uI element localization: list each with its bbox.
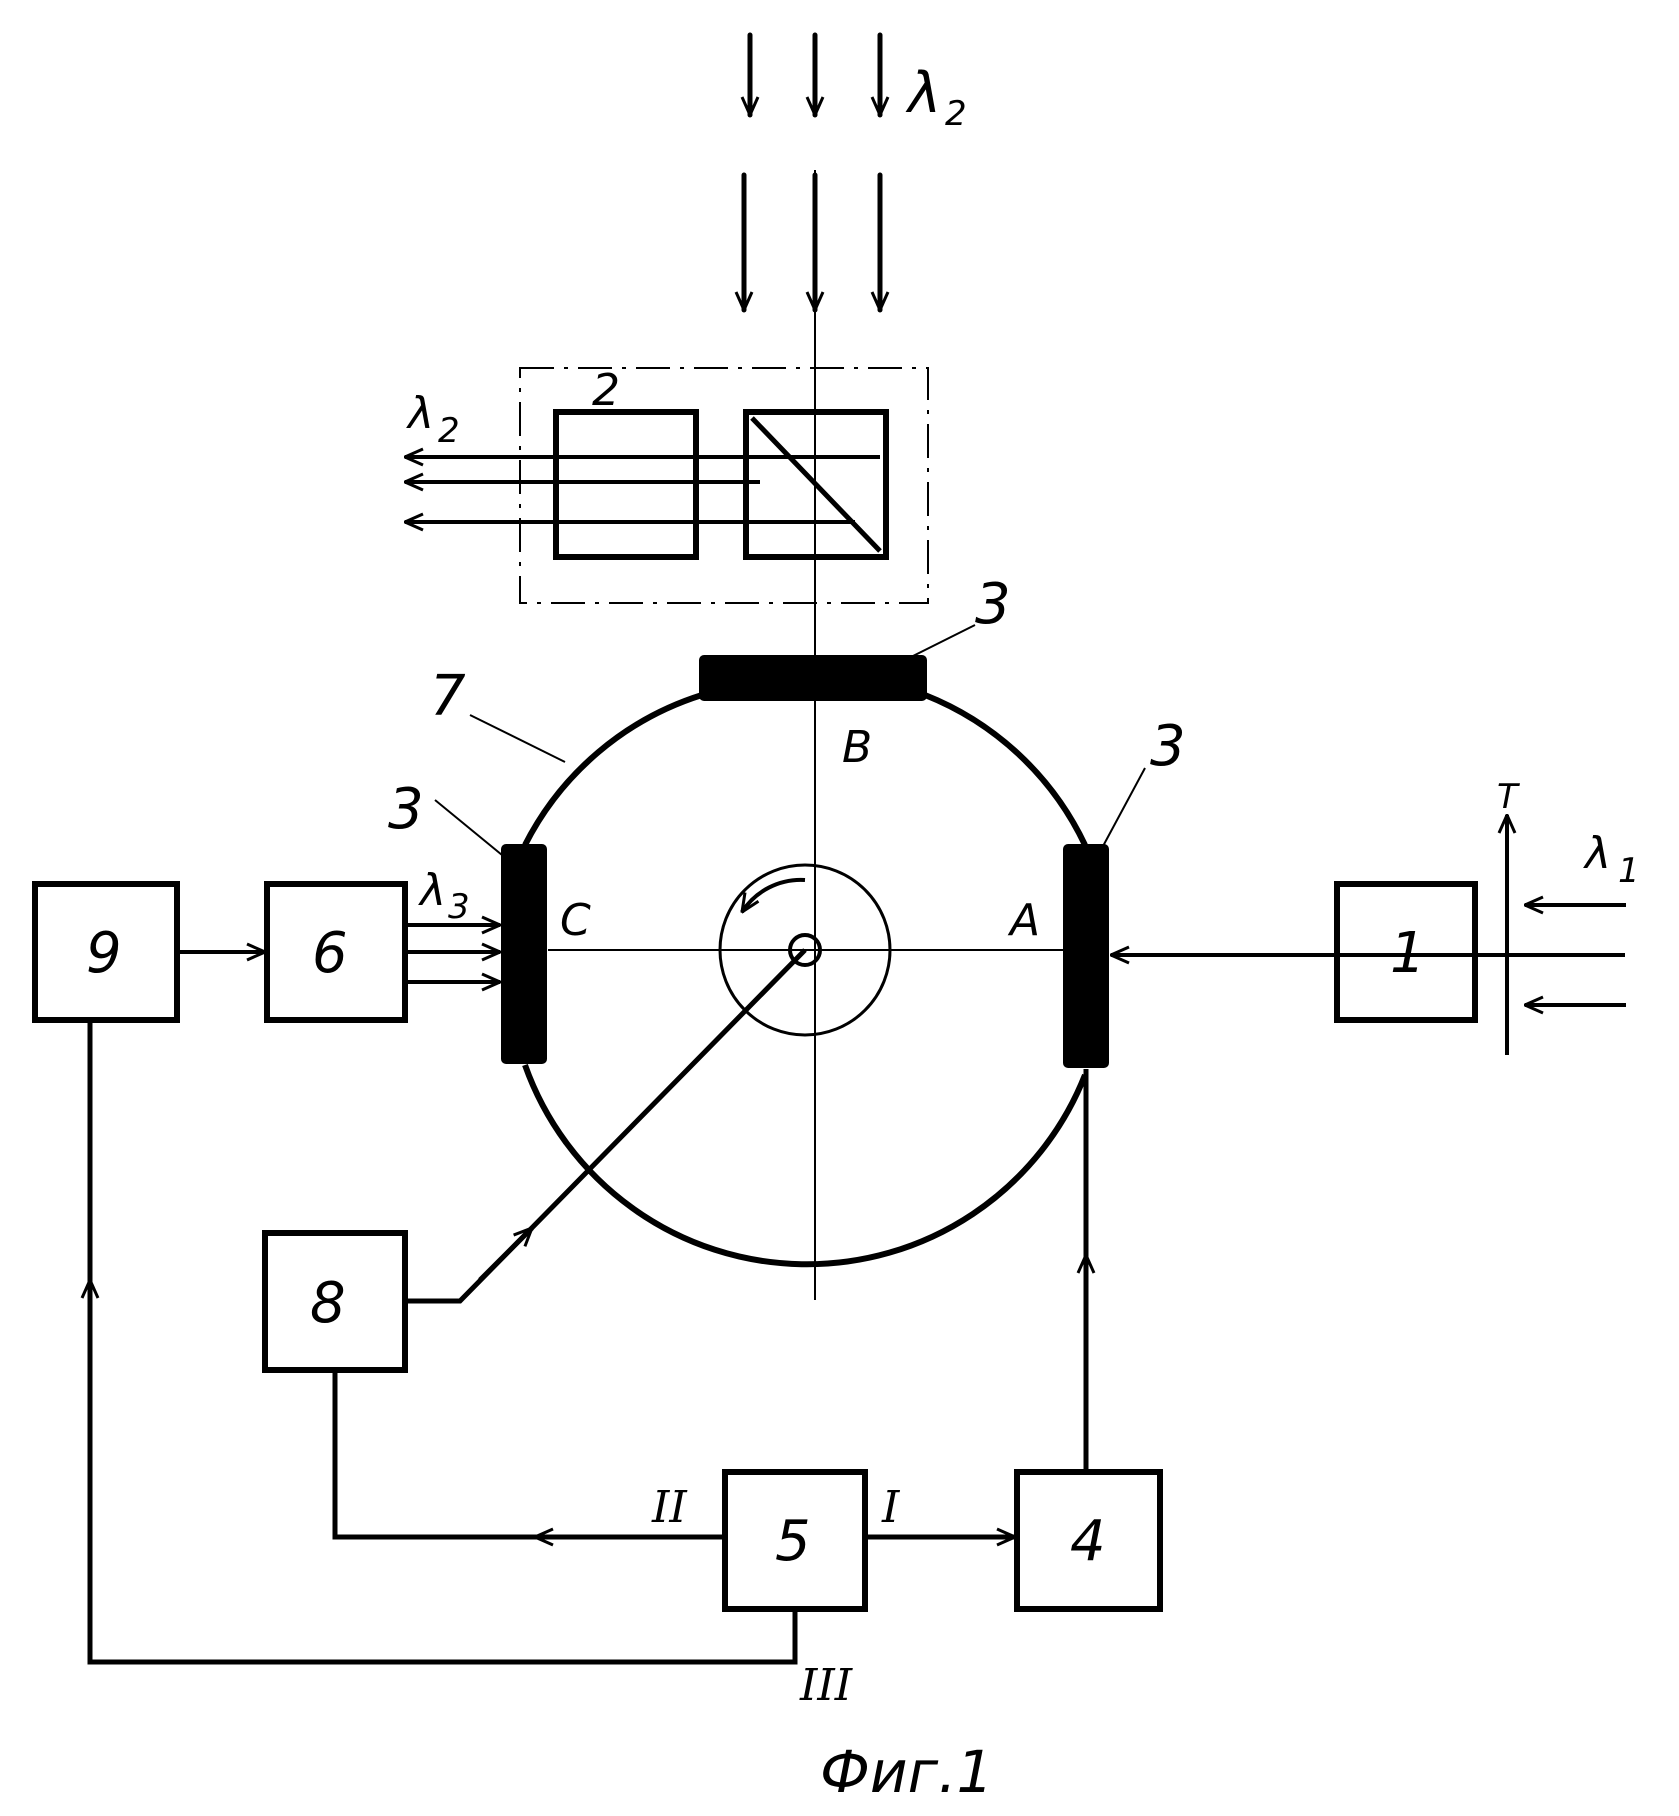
block-2-filter bbox=[556, 412, 696, 557]
element-3-b bbox=[700, 656, 926, 700]
element-3-c bbox=[502, 845, 546, 1063]
label-lambda-left-sub: 2 bbox=[438, 411, 460, 451]
label-position-b: B bbox=[842, 722, 872, 773]
ring-arc-lower bbox=[525, 1065, 1085, 1264]
label-block-5: 5 bbox=[775, 1509, 811, 1574]
label-element-3-a: 3 bbox=[1150, 714, 1186, 779]
link-5-to-9 bbox=[90, 1020, 795, 1662]
label-lambda-1: λ bbox=[1583, 828, 1611, 879]
label-block-9: 9 bbox=[86, 921, 122, 986]
label-mark-T: T bbox=[1497, 777, 1520, 817]
ring-arc-upper-right bbox=[925, 695, 1085, 845]
block-5-group bbox=[90, 1020, 1015, 1662]
label-lambda-top-sub: 2 bbox=[945, 94, 967, 134]
label-lambda-left: λ bbox=[406, 388, 434, 439]
label-element-3-c: 3 bbox=[388, 777, 424, 842]
label-block-8: 8 bbox=[310, 1271, 346, 1336]
label-block-6: 6 bbox=[312, 921, 348, 986]
label-position-a: A bbox=[1007, 895, 1040, 946]
label-output-I: I bbox=[881, 1482, 901, 1533]
label-lambda-3-sub: 3 bbox=[448, 887, 470, 927]
label-block-1: 1 bbox=[1390, 921, 1426, 986]
label-block-4: 4 bbox=[1070, 1509, 1106, 1574]
label-block-2: 2 bbox=[592, 365, 620, 416]
label-lambda-1-sub: 1 bbox=[1618, 851, 1640, 891]
element-3-a bbox=[1064, 845, 1108, 1067]
label-lambda-3: λ bbox=[418, 865, 446, 916]
label-output-II: II bbox=[651, 1482, 688, 1533]
block-2-frame bbox=[520, 368, 928, 603]
ring-7 bbox=[525, 695, 1085, 1264]
label-ring-7: 7 bbox=[430, 664, 466, 729]
link-8-to-hub bbox=[405, 950, 805, 1301]
elements-3 bbox=[502, 656, 1108, 1067]
label-lambda-top: λ bbox=[905, 61, 941, 126]
leader-element-3-a bbox=[1102, 768, 1145, 848]
leader-ring-7 bbox=[470, 715, 565, 762]
ring-arc-upper-left bbox=[525, 695, 702, 845]
beams-out-left bbox=[405, 457, 880, 522]
figure-caption: Фиг.1 bbox=[820, 1738, 993, 1806]
beams-top bbox=[744, 35, 880, 310]
link-8-arrow bbox=[480, 1228, 532, 1280]
block-9-group bbox=[35, 884, 265, 1020]
leader-element-3-c bbox=[435, 800, 502, 855]
label-element-3-b: 3 bbox=[975, 572, 1011, 637]
leader-element-3-b bbox=[905, 625, 975, 660]
label-output-III: III bbox=[799, 1660, 854, 1711]
block-1 bbox=[1111, 815, 1626, 1055]
label-position-c: C bbox=[560, 895, 591, 946]
block-2 bbox=[520, 368, 928, 603]
